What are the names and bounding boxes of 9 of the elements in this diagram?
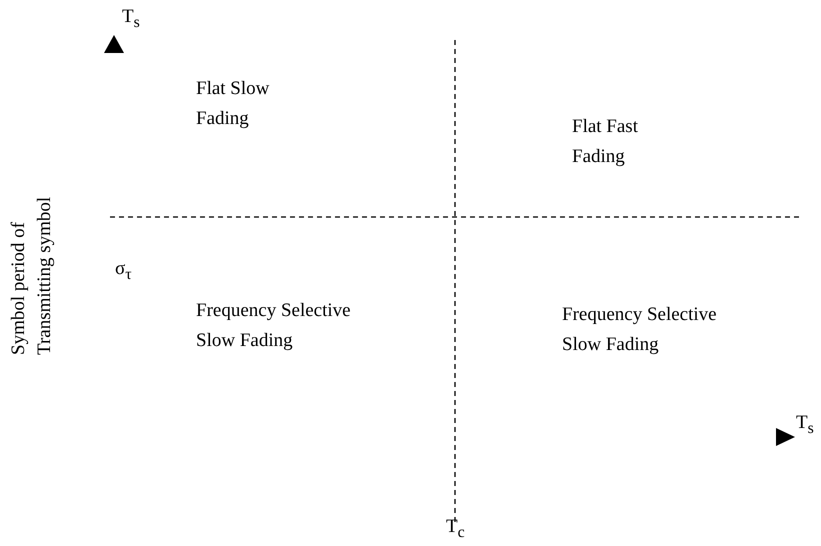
quadrant-label: Flat Slow Fading [196,77,270,131]
axis-label: T$_{s}$ [796,411,815,439]
quadrant-label: Frequency Selective Slow Fading [196,299,352,353]
axis-label: σ$_{τ}$ [115,257,133,285]
quadrant-label: Flat Fast Fading [572,115,639,169]
quadrant-label: Frequency Selective Slow Fading [562,303,718,357]
axis-title: Symbol period of Transmitting symbol [7,196,56,355]
axis-label: T$_{s}$ [122,5,141,33]
axis-label: T$_{c}$ [446,515,466,543]
